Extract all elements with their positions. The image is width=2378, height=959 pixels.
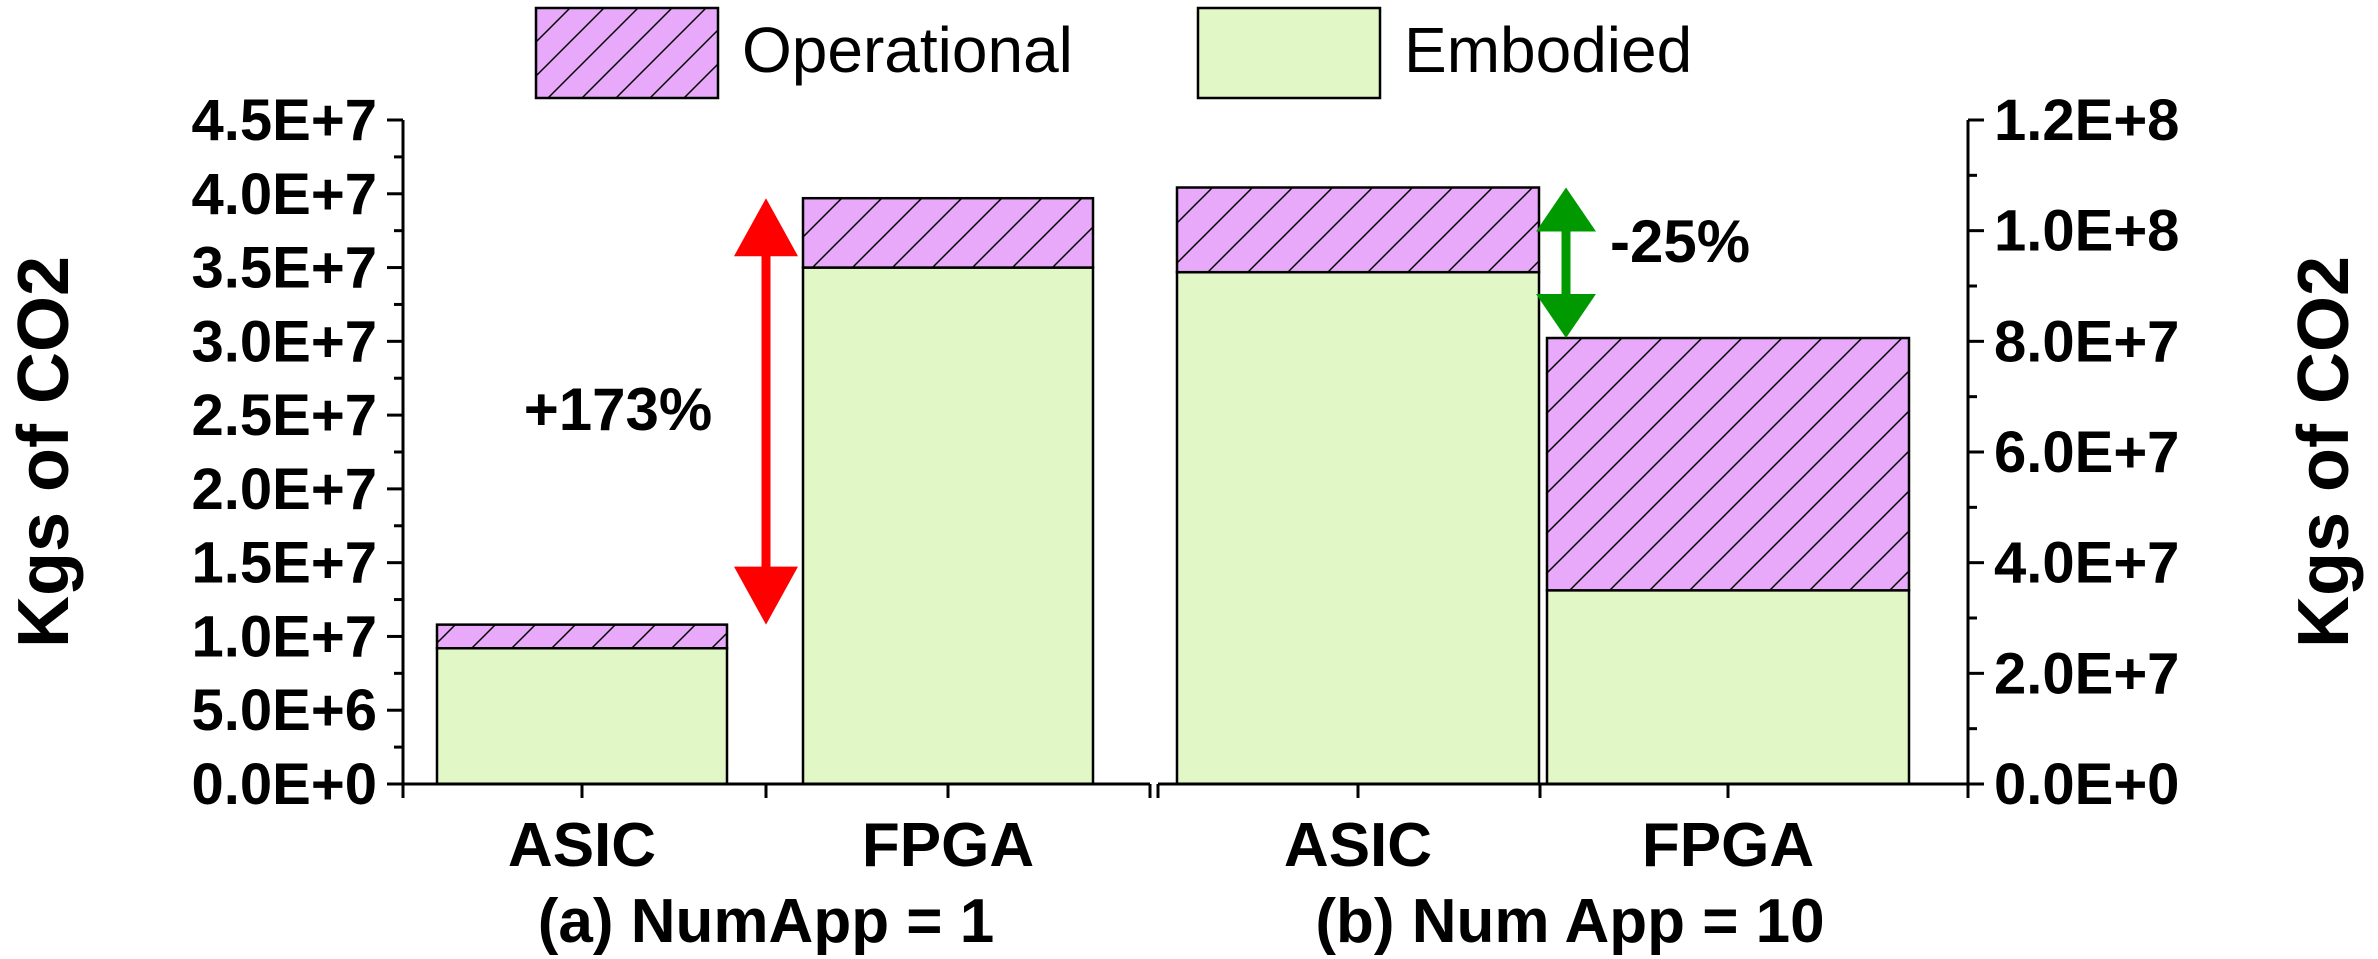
legend-label-embodied: Embodied (1404, 14, 1692, 86)
y-tick-label: 6.0E+7 (1994, 420, 2179, 485)
y-tick-label: 0.0E+0 (1994, 752, 2179, 817)
bar-fpga-operational (1545, 336, 1911, 592)
bar-asic-embodied (1175, 270, 1541, 786)
y-tick-label: 1.2E+8 (1994, 88, 2179, 153)
panel-b-y-axis-title: Kgs of CO2 (2284, 256, 2364, 648)
legend-item-embodied: Embodied (1196, 6, 1692, 100)
annotation-arrow-head-up (1536, 187, 1596, 232)
y-tick-label: 4.0E+7 (1994, 531, 2179, 596)
y-tick-label: 2.0E+7 (1994, 641, 2179, 706)
panel-a-bars (435, 196, 1095, 786)
x-tick-label-asic: ASIC (1284, 811, 1432, 880)
annotation-arrow-head-down (1536, 294, 1596, 339)
panel-b-subtitle: (b) Num App = 10 (1315, 887, 1824, 956)
x-tick-label-asic: ASIC (508, 811, 656, 880)
y-tick-label: 2.0E+7 (192, 457, 377, 522)
annotation-label: +173% (524, 376, 713, 443)
bar-fpga-embodied (801, 266, 1095, 786)
y-tick-label: 0.0E+0 (192, 752, 377, 817)
y-tick-label: 1.0E+7 (192, 604, 377, 669)
panel-a-y-axis-title: Kgs of CO2 (4, 256, 84, 648)
panel-a-annotation: +173% (524, 198, 798, 625)
y-tick-label: 2.5E+7 (192, 383, 377, 448)
panel-a: 0.0E+0 5.0E+6 1.0E+7 1.5E+7 2.0E+7 2.5E+7 3.0E… (4, 88, 1152, 956)
bar-fpga-operational (801, 196, 1095, 269)
y-tick-label: 4.5E+7 (192, 88, 377, 153)
legend-swatch-embodied (1196, 6, 1382, 100)
annotation-label: -25% (1610, 208, 1750, 275)
y-tick-label: 3.0E+7 (192, 309, 377, 374)
bar-asic-operational (435, 623, 729, 650)
y-tick-label: 1.0E+8 (1994, 199, 2179, 264)
panel-a-subtitle: (a) NumApp = 1 (538, 887, 994, 956)
panel-b-y-ticks: 0.0E+0 2.0E+7 4.0E+7 6.0E+7 8.0E+7 1.0E+8 1.2E… (1968, 88, 2179, 817)
panel-b: 0.0E+0 2.0E+7 4.0E+7 6.0E+7 8.0E+7 1.0E+8 1.2E… (1156, 88, 2364, 956)
panel-a-x-ticks: ASIC FPGA (401, 784, 1152, 880)
panel-b-annotation: -25% (1536, 187, 1750, 339)
annotation-arrow-head-up (734, 198, 798, 257)
y-tick-label: 4.0E+7 (192, 162, 377, 227)
y-tick-label: 1.5E+7 (192, 531, 377, 596)
x-tick-label-fpga: FPGA (1642, 811, 1814, 880)
legend-label-operational: Operational (742, 14, 1073, 86)
panel-b-bars (1175, 186, 1911, 786)
y-tick-label: 3.5E+7 (192, 236, 377, 301)
panel-a-y-ticks: 0.0E+0 5.0E+6 1.0E+7 1.5E+7 2.0E+7 2.5E+7 3.0E… (192, 88, 403, 817)
bar-asic-operational (1175, 186, 1541, 274)
bar-fpga-embodied (1545, 589, 1911, 786)
y-tick-label: 5.0E+6 (192, 678, 377, 743)
x-tick-label-fpga: FPGA (862, 811, 1034, 880)
panel-b-x-ticks: ASIC FPGA (1156, 784, 1970, 880)
legend-item-operational: Operational (534, 6, 1073, 100)
annotation-arrow-head-down (734, 566, 798, 625)
bar-asic-embodied (435, 646, 729, 786)
y-tick-label: 8.0E+7 (1994, 309, 2179, 374)
legend-swatch-operational (534, 6, 720, 100)
legend: Operational Embodied (534, 6, 1692, 100)
